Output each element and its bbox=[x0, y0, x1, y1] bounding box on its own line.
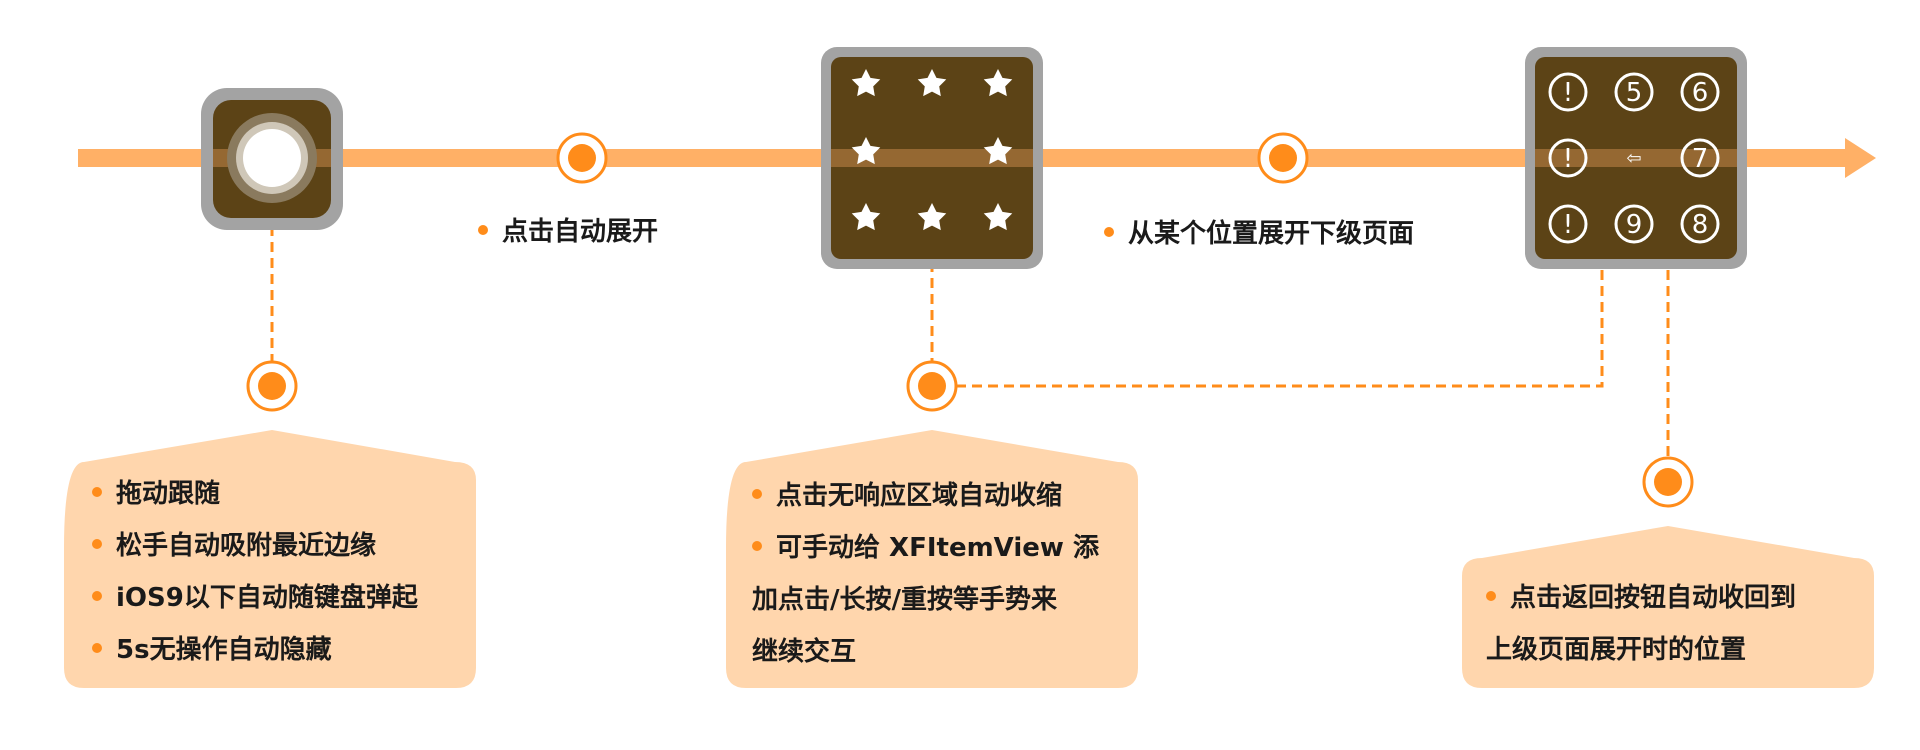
bullet-dot bbox=[92, 486, 102, 497]
subpage-item-label: ! bbox=[1563, 78, 1573, 108]
card-line: 拖动跟随 bbox=[92, 468, 418, 520]
bullet-dot bbox=[1486, 590, 1496, 601]
subpage-item-ring bbox=[1548, 72, 1588, 112]
card-subpage-text: 点击返回按钮自动收回到 上级页面展开时的位置 bbox=[1486, 572, 1796, 676]
star-icon[interactable] bbox=[983, 203, 1013, 231]
connector-subpage-to-menu bbox=[956, 270, 1604, 388]
subpage-item-label: 7 bbox=[1692, 144, 1709, 174]
bullet-dot bbox=[752, 488, 762, 499]
card-line-text: 可手动给 XFItemView 添 bbox=[776, 533, 1099, 563]
card-floating-button-text: 拖动跟随 松手自动吸附最近边缘 iOS9以下自动随键盘弹起 5s无操作自动隐藏 bbox=[92, 468, 418, 676]
card-line-text: iOS9以下自动随键盘弹起 bbox=[116, 583, 418, 613]
step-label-expand: 点击自动展开 bbox=[478, 216, 658, 248]
card-line: 加点击/长按/重按等手势来 bbox=[752, 574, 1099, 626]
star-icon[interactable] bbox=[917, 203, 947, 231]
card-line: 继续交互 bbox=[752, 626, 1099, 678]
expanded-menu-widget bbox=[821, 47, 1043, 269]
card-line: iOS9以下自动随键盘弹起 bbox=[92, 572, 418, 624]
card-line-text: 点击无响应区域自动收缩 bbox=[776, 481, 1063, 511]
card-line: 松手自动吸附最近边缘 bbox=[92, 520, 418, 572]
subpage-item-label: 9 bbox=[1626, 210, 1643, 240]
card-line-text: 点击返回按钮自动收回到 bbox=[1510, 583, 1797, 613]
subpage-item-ring bbox=[1614, 72, 1654, 112]
card-line-text: 加点击/长按/重按等手势来 bbox=[752, 585, 1057, 615]
card-line: 点击返回按钮自动收回到 bbox=[1486, 572, 1796, 624]
subpage-item-ring bbox=[1680, 72, 1720, 112]
bullet-dot bbox=[92, 590, 102, 601]
card-line-text: 上级页面展开时的位置 bbox=[1486, 635, 1747, 665]
card-menu-text: 点击无响应区域自动收缩 可手动给 XFItemView 添 加点击/长按/重按等… bbox=[752, 470, 1099, 678]
card-line-text: 拖动跟随 bbox=[116, 479, 221, 509]
subpage-item[interactable]: 6 bbox=[1680, 72, 1720, 112]
callout-card-subpage bbox=[1462, 526, 1874, 688]
bullet-dot bbox=[92, 642, 102, 653]
subpage-item-label: ! bbox=[1563, 210, 1573, 240]
star-icon[interactable] bbox=[851, 203, 881, 231]
subpage-item-ring bbox=[1548, 204, 1588, 244]
detail-node-2 bbox=[906, 360, 958, 412]
subpage-item[interactable]: 9 bbox=[1614, 204, 1654, 244]
card-line: 上级页面展开时的位置 bbox=[1486, 624, 1796, 676]
timeline-arrowhead bbox=[1845, 138, 1876, 178]
subpage-item[interactable]: 5 bbox=[1614, 72, 1654, 112]
card-line-text: 松手自动吸附最近边缘 bbox=[116, 531, 377, 561]
subpage-item-label: ! bbox=[1563, 144, 1573, 174]
subpage-item-label: 5 bbox=[1626, 78, 1643, 108]
bullet-dot bbox=[92, 538, 102, 549]
star-icon[interactable] bbox=[983, 69, 1013, 97]
back-arrow-icon: ⇦ bbox=[1626, 148, 1641, 169]
subpage-item-label: 8 bbox=[1692, 210, 1709, 240]
star-icon[interactable] bbox=[983, 137, 1013, 165]
step-label-text: 从某个位置展开下级页面 bbox=[1128, 219, 1415, 249]
card-line: 5s无操作自动隐藏 bbox=[92, 624, 418, 676]
subpage-item-ring bbox=[1548, 138, 1588, 178]
callout-card-floating-button bbox=[64, 430, 476, 688]
detail-node-1 bbox=[246, 360, 298, 412]
subpage-item[interactable]: ! bbox=[1548, 138, 1588, 178]
bullet-dot bbox=[478, 224, 488, 235]
star-icon[interactable] bbox=[917, 69, 947, 97]
bullet-dot bbox=[1104, 226, 1114, 237]
back-arrow-button[interactable]: ⇦ bbox=[1626, 148, 1641, 169]
star-icon[interactable] bbox=[851, 137, 881, 165]
subpage-item[interactable]: 7 bbox=[1680, 138, 1720, 178]
card-line: 可手动给 XFItemView 添 bbox=[752, 522, 1099, 574]
card-line-text: 5s无操作自动隐藏 bbox=[116, 635, 332, 665]
subpage-item[interactable]: ! bbox=[1548, 204, 1588, 244]
subpage-item-ring bbox=[1614, 204, 1654, 244]
sub-page-widget: ! 5 6! ⇦ 7! 9 8 bbox=[1525, 47, 1747, 269]
subpage-item-label: 6 bbox=[1692, 78, 1709, 108]
star-icon[interactable] bbox=[851, 69, 881, 97]
bullet-dot bbox=[752, 540, 762, 551]
subpage-item[interactable]: ! bbox=[1548, 72, 1588, 112]
subpage-item-ring bbox=[1680, 138, 1720, 178]
subpage-item-ring bbox=[1680, 204, 1720, 244]
floating-button-widget bbox=[201, 88, 343, 230]
card-line-text: 继续交互 bbox=[752, 637, 857, 667]
step-label-text: 点击自动展开 bbox=[502, 217, 659, 247]
subpage-item[interactable]: 8 bbox=[1680, 204, 1720, 244]
detail-node-3 bbox=[1642, 456, 1694, 508]
step-label-subpage: 从某个位置展开下级页面 bbox=[1104, 218, 1414, 250]
connectors bbox=[270, 226, 1670, 460]
timeline-node-2 bbox=[1257, 132, 1309, 184]
timeline-node-1 bbox=[556, 132, 608, 184]
card-line: 点击无响应区域自动收缩 bbox=[752, 470, 1099, 522]
callout-card-menu bbox=[726, 430, 1138, 688]
